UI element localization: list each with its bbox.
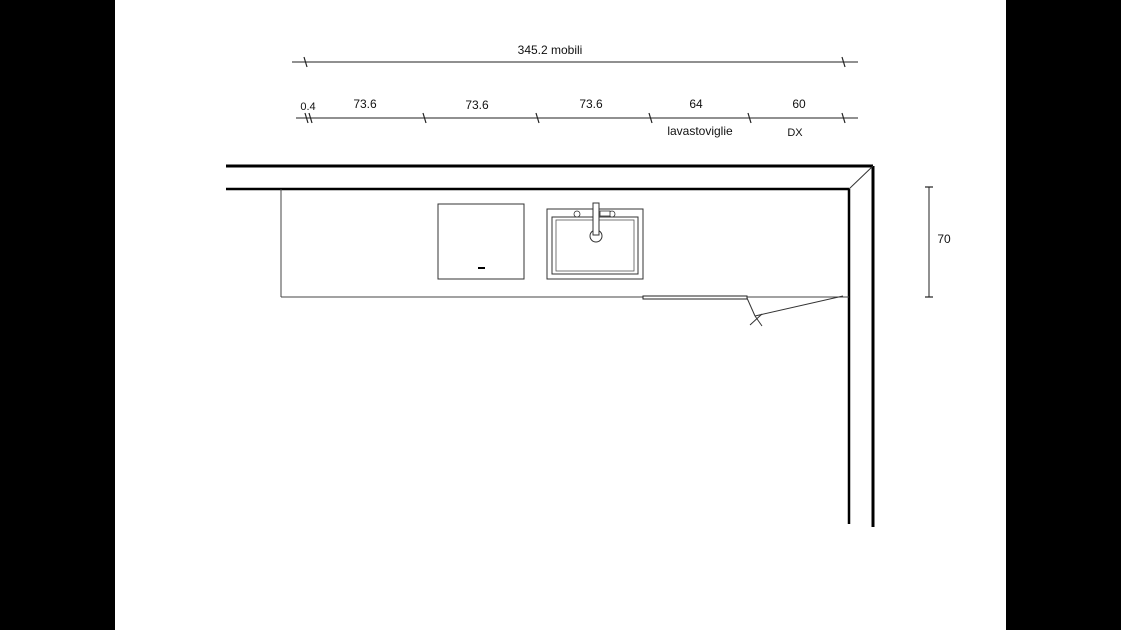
segment-dimensions: 0.4 73.6 73.6 73.6 64 60 lavastoviglie D… bbox=[296, 97, 858, 139]
drawing-sheet bbox=[115, 0, 1006, 630]
overall-dimension-label: 345.2 mobili bbox=[518, 43, 583, 57]
segment-label-4: 73.6 bbox=[579, 97, 603, 111]
countertop bbox=[280, 189, 849, 298]
segment-label-3: 73.6 bbox=[465, 98, 489, 112]
depth-dimension-label: 70 bbox=[937, 232, 951, 246]
dishwasher-door bbox=[642, 295, 844, 327]
segment-label-1: 0.4 bbox=[300, 101, 315, 113]
segment-label-6: 60 bbox=[792, 97, 806, 111]
overall-dimension: 345.2 mobili bbox=[292, 43, 858, 68]
segment-label-2: 73.6 bbox=[353, 97, 377, 111]
dishwasher-note: lavastoviglie bbox=[667, 124, 733, 138]
left-letterbox-bar bbox=[0, 0, 115, 630]
right-letterbox-bar bbox=[1006, 0, 1121, 630]
walls bbox=[226, 164, 875, 527]
depth-dimension: 70 bbox=[925, 186, 951, 298]
sink bbox=[546, 202, 644, 280]
side-note: DX bbox=[787, 127, 803, 139]
segment-label-5: 64 bbox=[689, 97, 703, 111]
cooktop bbox=[437, 203, 525, 280]
